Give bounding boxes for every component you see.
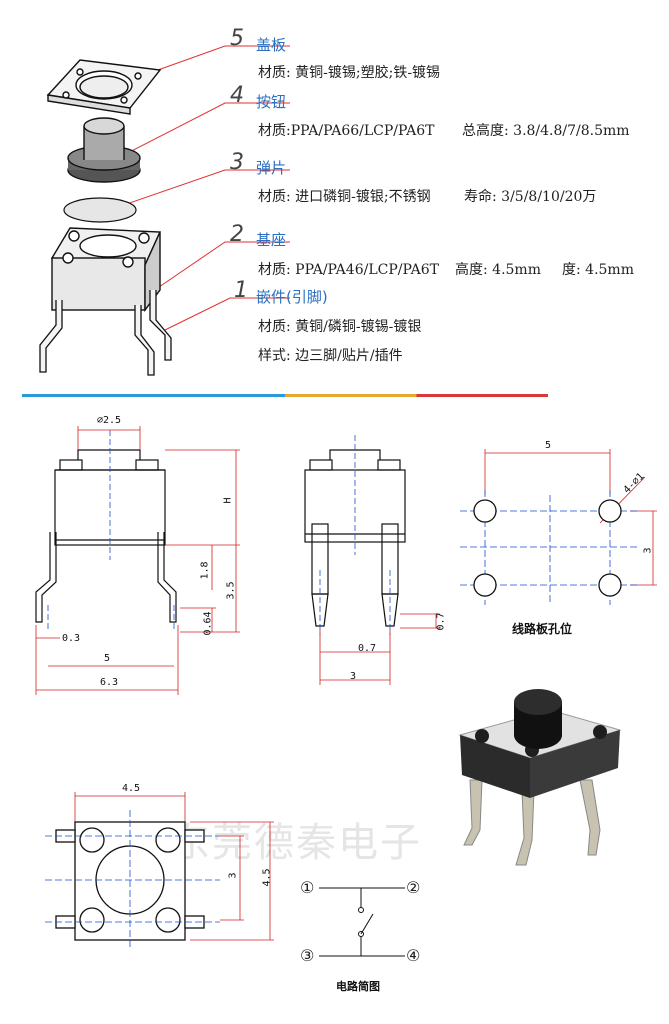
leader-line-3 bbox=[114, 169, 290, 209]
dim-0-64: 0.64 bbox=[202, 611, 214, 636]
part-number-5: 5 bbox=[230, 26, 244, 51]
part-number-3: 3 bbox=[230, 150, 244, 175]
part-name-pins: 嵌件(引脚) bbox=[256, 288, 328, 306]
spec-button-material: 材质:PPA/PA66/LCP/PA6T bbox=[258, 123, 435, 139]
base-drawing bbox=[50, 227, 162, 313]
side-view-drawing bbox=[304, 435, 440, 685]
button-drawing bbox=[67, 117, 141, 183]
product-photo bbox=[458, 689, 622, 866]
part-name-button: 按钮 bbox=[256, 93, 287, 111]
dim-0-3: 0.3 bbox=[62, 633, 81, 644]
leader-line-1 bbox=[164, 297, 290, 331]
pcb-hole-layout bbox=[460, 449, 657, 605]
leader-line-4 bbox=[117, 102, 290, 159]
circuit-caption: 电路简图 bbox=[336, 980, 380, 993]
cover-plate-drawing bbox=[46, 59, 162, 115]
spec-base-width: 度: 4.5mm bbox=[562, 262, 634, 278]
leader-line-2 bbox=[139, 241, 290, 301]
leader-line-5 bbox=[129, 45, 290, 81]
dim-top-diameter: ⌀2.5 bbox=[97, 415, 122, 426]
dome-drawing bbox=[63, 197, 137, 223]
top-dim-4-5-height: 4.5 bbox=[261, 868, 273, 887]
pcb-caption: 线路板孔位 bbox=[512, 622, 573, 636]
part-number-1: 1 bbox=[234, 278, 248, 303]
side-dim-3: 3 bbox=[350, 671, 357, 682]
spec-base-material: 材质: PPA/PA46/LCP/PA6T bbox=[258, 262, 439, 278]
spec-pins-material: 材质: 黄铜/磷铜-镀锡-镀银 bbox=[258, 319, 422, 335]
section-divider bbox=[22, 394, 548, 397]
dim-3-5: 3.5 bbox=[225, 581, 237, 600]
pins-drawing bbox=[39, 290, 172, 376]
circuit-diagram bbox=[319, 887, 405, 957]
pcb-dim-3: 3 bbox=[642, 547, 654, 554]
spec-cover-material: 材质: 黄铜-镀锡;塑胶;铁-镀锡 bbox=[258, 65, 441, 81]
dim-5: 5 bbox=[104, 653, 111, 664]
watermark: 东莞德秦电子 bbox=[170, 820, 422, 866]
part-name-cover: 盖板 bbox=[256, 36, 287, 54]
circuit-pin-4: ④ bbox=[406, 946, 421, 965]
exploded-view bbox=[39, 45, 290, 376]
spec-button-height: 总高度: 3.8/4.8/7/8.5mm bbox=[462, 123, 630, 139]
top-dim-3: 3 bbox=[227, 872, 239, 879]
top-dim-4-5-width: 4.5 bbox=[122, 783, 141, 794]
dim-6-3: 6.3 bbox=[100, 677, 119, 688]
spec-base-height: 高度: 4.5mm bbox=[455, 262, 541, 278]
spec-pins-style: 样式: 边三脚/贴片/插件 bbox=[258, 348, 403, 364]
pcb-dim-5: 5 bbox=[545, 440, 552, 451]
side-dim-0-7-vertical: 0.7 bbox=[435, 612, 447, 631]
part-name-dome: 弹片 bbox=[256, 159, 287, 177]
spec-dome-life: 寿命: 3/5/8/10/20万 bbox=[464, 189, 597, 205]
side-dim-0-7-horizontal: 0.7 bbox=[358, 643, 377, 654]
front-view-drawing bbox=[35, 426, 240, 695]
part-number-2: 2 bbox=[230, 222, 244, 247]
circuit-pin-2: ② bbox=[406, 878, 421, 897]
dim-height-h: H bbox=[222, 497, 234, 504]
dim-1-8: 1.8 bbox=[199, 561, 211, 580]
circuit-pin-3: ③ bbox=[300, 946, 315, 965]
part-name-base: 基座 bbox=[256, 231, 287, 249]
part-number-4: 4 bbox=[230, 83, 244, 108]
top-view-drawing bbox=[45, 792, 274, 950]
circuit-pin-1: ① bbox=[300, 878, 315, 897]
spec-dome-material: 材质: 进口磷铜-镀银;不锈钢 bbox=[258, 189, 431, 205]
